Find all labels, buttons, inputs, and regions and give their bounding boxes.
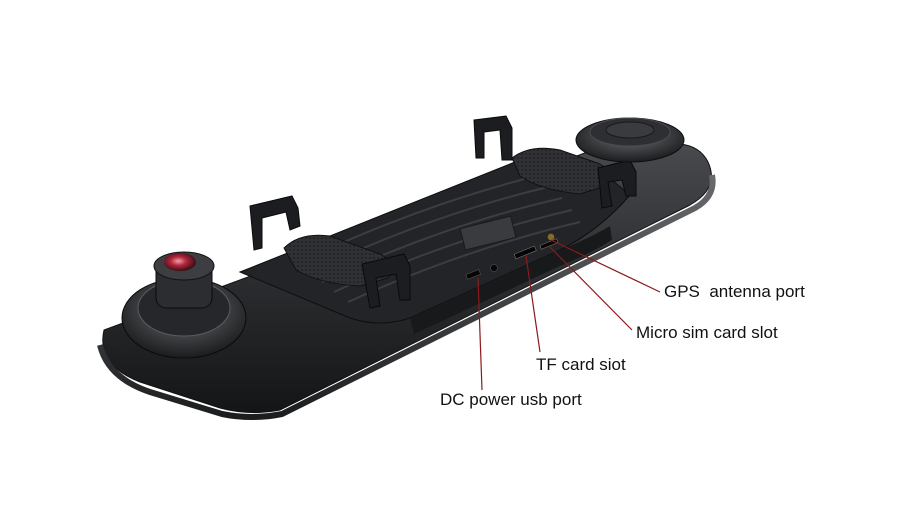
gps-module bbox=[575, 117, 685, 163]
usb-port bbox=[465, 269, 482, 280]
front-camera bbox=[121, 251, 247, 359]
dc-power-port-label: DC power usb port bbox=[440, 390, 582, 409]
tf-card-slot bbox=[513, 245, 537, 260]
tf-card-slot-label: TF card siot bbox=[536, 355, 626, 374]
leader-lines bbox=[477, 239, 661, 391]
gps-antenna-port-label: GPS antenna port bbox=[664, 282, 805, 301]
camera-lens bbox=[164, 253, 196, 271]
mirror-edge bbox=[97, 174, 716, 420]
micro-sim-slot-label: Micro sim card slot bbox=[636, 323, 778, 342]
label-plate bbox=[459, 215, 517, 251]
audio-port bbox=[490, 264, 498, 272]
gps-antenna-port bbox=[547, 233, 555, 241]
mount-clips bbox=[249, 115, 637, 309]
port-edge bbox=[410, 226, 612, 334]
